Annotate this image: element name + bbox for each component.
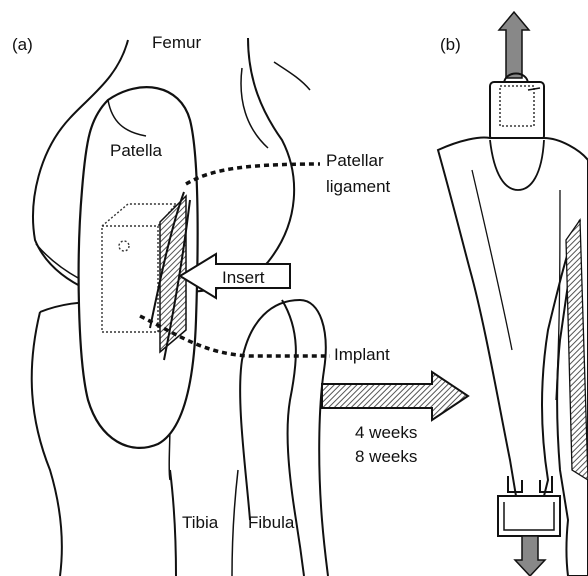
pull-arrow-up-icon [499, 12, 529, 78]
insert-label: Insert [222, 268, 265, 287]
patellar-ligament-label-line2: ligament [326, 177, 391, 196]
panel-b-tag: (b) [440, 35, 461, 54]
timepoint-8-weeks: 8 weeks [355, 447, 417, 466]
timepoint-4-weeks: 4 weeks [355, 423, 417, 442]
fibula-label: Fibula [248, 513, 295, 532]
pull-arrow-down-icon [515, 536, 545, 576]
femur-label: Femur [152, 33, 201, 52]
panel-b: (b) [438, 12, 588, 576]
top-clamp [490, 74, 544, 141]
patellar-ligament-label-line1: Patellar [326, 151, 384, 170]
panel-a: (a) [12, 33, 391, 576]
implant-label: Implant [334, 345, 390, 364]
patella-label: Patella [110, 141, 163, 160]
panel-a-tag: (a) [12, 35, 33, 54]
tibia-label: Tibia [182, 513, 219, 532]
timeline-arrow-icon [322, 372, 468, 420]
